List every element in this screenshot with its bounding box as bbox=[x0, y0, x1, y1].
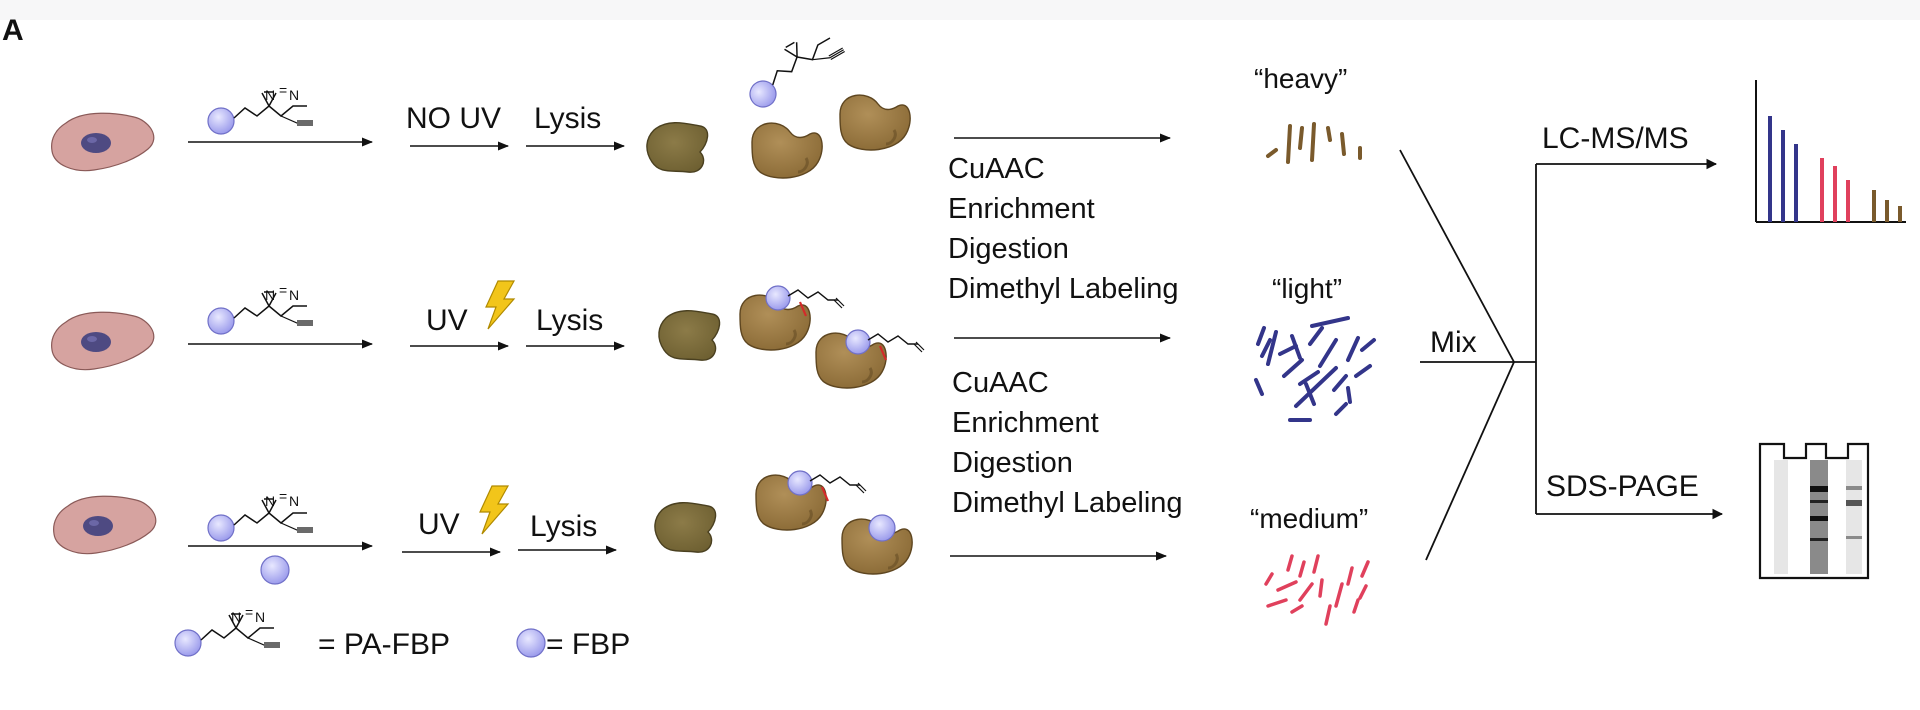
svg-text:=: = bbox=[279, 282, 287, 298]
workflow-step: Digestion bbox=[952, 447, 1073, 479]
legend: N=N = PA-FBP = FBP bbox=[174, 604, 630, 661]
workflow-step: Digestion bbox=[948, 233, 1069, 265]
workflow-step: Enrichment bbox=[948, 193, 1095, 225]
lcms-label: LC-MS/MS bbox=[1542, 122, 1689, 155]
cell-icon bbox=[51, 112, 155, 172]
condition-label: NO UV bbox=[406, 102, 501, 135]
fbp-icon bbox=[516, 628, 546, 658]
protein-icon bbox=[646, 122, 709, 173]
protein-icon bbox=[658, 310, 721, 361]
svg-text:N: N bbox=[265, 493, 275, 509]
light-label: “light” bbox=[1272, 273, 1342, 304]
lightning-icon bbox=[479, 485, 509, 535]
svg-text:=: = bbox=[279, 82, 287, 98]
svg-text:N: N bbox=[289, 87, 299, 103]
protein-icon bbox=[750, 121, 824, 180]
legend-pa-fbp-label: = PA-FBP bbox=[318, 628, 450, 661]
lysis-label: Lysis bbox=[530, 510, 597, 543]
svg-text:=: = bbox=[245, 604, 253, 620]
peptide-fragments-icon bbox=[1254, 316, 1376, 422]
cell-icon bbox=[51, 311, 155, 371]
svg-text:N: N bbox=[289, 287, 299, 303]
peptide-fragments-icon bbox=[1264, 554, 1370, 626]
workflow-step: CuAAC bbox=[948, 153, 1045, 185]
workflow-step: Dimethyl Labeling bbox=[948, 273, 1179, 305]
fbp-icon bbox=[260, 555, 290, 585]
svg-text:N: N bbox=[265, 287, 275, 303]
workflow-block-2: CuAAC Enrichment Digestion Dimethyl Labe… bbox=[952, 367, 1183, 519]
protein-icon bbox=[838, 93, 912, 152]
medium-label: “medium” bbox=[1250, 503, 1368, 534]
condition-label: UV bbox=[418, 508, 460, 541]
svg-text:N: N bbox=[255, 609, 265, 625]
row-uv-2: N=N UV Lysis bbox=[53, 469, 1168, 585]
svg-text:=: = bbox=[279, 488, 287, 504]
svg-text:N: N bbox=[231, 609, 241, 625]
mix-label: Mix bbox=[1430, 326, 1477, 359]
ms-spectrum-icon bbox=[1755, 80, 1906, 223]
panel-label: A bbox=[2, 14, 24, 47]
cell-icon bbox=[53, 495, 157, 555]
workflow-block-1: CuAAC Enrichment Digestion Dimethyl Labe… bbox=[948, 153, 1179, 305]
mix-line bbox=[1399, 149, 1515, 363]
condition-label: UV bbox=[426, 304, 468, 337]
lysis-label: Lysis bbox=[536, 304, 603, 337]
workflow-step: Dimethyl Labeling bbox=[952, 487, 1183, 519]
svg-text:N: N bbox=[265, 87, 275, 103]
lysis-label: Lysis bbox=[534, 102, 601, 135]
protein-icon bbox=[654, 502, 717, 553]
sds-label: SDS-PAGE bbox=[1546, 470, 1699, 503]
heavy-label: “heavy” bbox=[1254, 63, 1347, 94]
legend-fbp-label: = FBP bbox=[546, 628, 630, 661]
peptide-fragments-icon bbox=[1266, 122, 1362, 164]
fbp-icon bbox=[868, 514, 896, 542]
svg-text:N: N bbox=[289, 493, 299, 509]
row-no-uv: N=N NO UV Lysis bbox=[51, 22, 1172, 180]
workflow-step: CuAAC bbox=[952, 367, 1049, 399]
gel-icon bbox=[1758, 442, 1870, 580]
lightning-icon bbox=[485, 280, 515, 330]
top-band bbox=[0, 0, 1920, 20]
row-uv-1: N=N UV Lysis bbox=[51, 280, 1172, 390]
workflow-step: Enrichment bbox=[952, 407, 1099, 439]
mix-line bbox=[1425, 361, 1515, 561]
probe-icon bbox=[736, 22, 850, 113]
